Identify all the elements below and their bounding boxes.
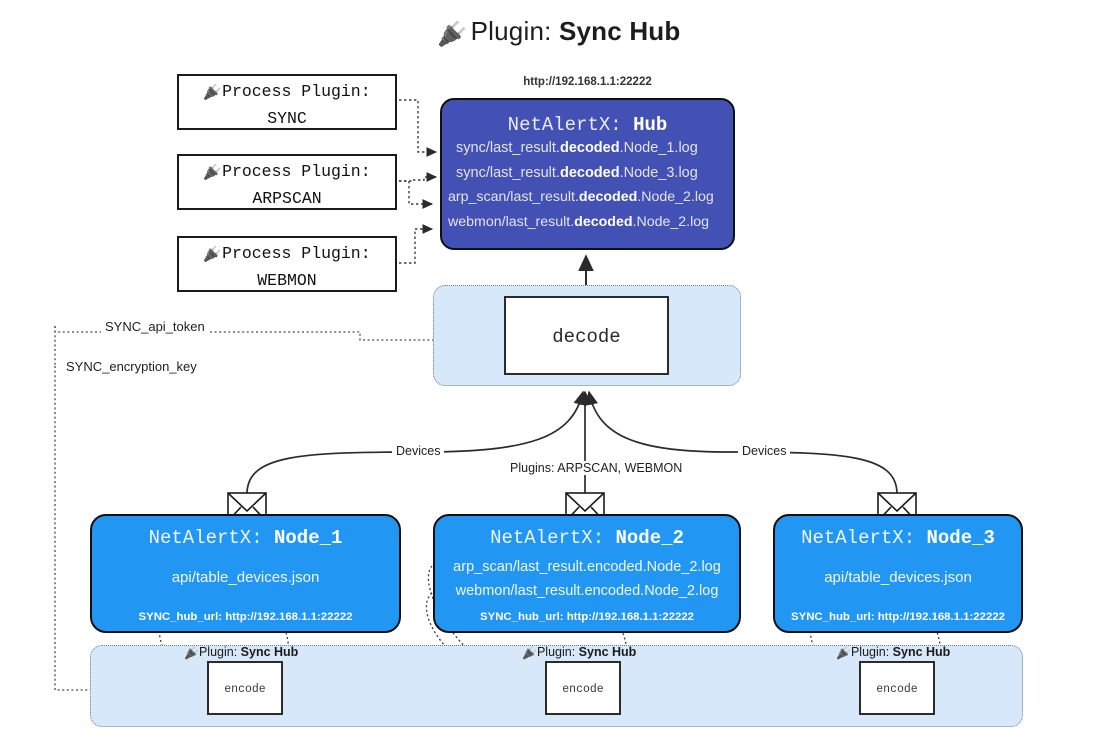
process-plugin-label: Process Plugin: (222, 244, 371, 263)
process-plugin-webmon[interactable]: 🔌Process Plugin: WEBMON (177, 236, 397, 292)
plug-icon: 🔌 (203, 85, 223, 102)
hub-url-label: http://192.168.1.1:22222 (523, 76, 652, 88)
page-title-prefix: Plugin: (470, 16, 559, 46)
encode-label: encode (224, 683, 266, 696)
hub-node[interactable]: NetAlertX: Hub sync/last_result.decoded.… (440, 98, 735, 250)
hub-log-line: arp_scan/last_result.decoded.Node_2.log (448, 189, 714, 206)
node-line: webmon/last_result.encoded.Node_2.log (455, 583, 719, 599)
label-sync-api-token: SYNC_api_token (101, 319, 209, 334)
hub-title: NetAlertX: Hub (442, 114, 733, 136)
plug-icon: 🔌 (203, 247, 223, 264)
hub-title-prefix: NetAlertX: (507, 114, 634, 136)
node-hub-url: SYNC_hub_url: http://192.168.1.1:22222 (480, 611, 694, 623)
node-line: api/table_devices.json (171, 569, 320, 586)
node-line: api/table_devices.json (824, 569, 972, 586)
node-1[interactable]: NetAlertX: Node_1 api/table_devices.json… (90, 514, 401, 633)
decode-box[interactable]: decode (504, 296, 669, 375)
node-title: NetAlertX: Node_3 (801, 527, 995, 549)
node-title-name: Node_2 (615, 527, 684, 549)
hub-log-line: webmon/last_result.decoded.Node_2.log (448, 213, 710, 230)
node-hub-url: SYNC_hub_url: http://192.168.1.1:22222 (138, 611, 353, 623)
band-plugin-label-2: 🔌Plugin: Sync Hub (522, 645, 637, 660)
label-devices-left: Devices (392, 444, 445, 458)
process-plugin-sync[interactable]: 🔌Process Plugin: SYNC (177, 74, 397, 130)
node-2[interactable]: NetAlertX: Node_2 arp_scan/last_result.e… (433, 514, 741, 633)
node-hub-url: SYNC_hub_url: http://192.168.1.1:22222 (791, 611, 1005, 623)
band-plugin-label-3: 🔌Plugin: Sync Hub (836, 645, 951, 660)
hub-log-line: sync/last_result.decoded.Node_3.log (456, 164, 698, 181)
encode-box-2[interactable]: encode (545, 661, 621, 715)
label-plugins-center: Plugins: ARPSCAN, WEBMON (506, 461, 687, 475)
node-3[interactable]: NetAlertX: Node_3 api/table_devices.json… (773, 514, 1023, 633)
process-plugin-name: WEBMON (257, 271, 317, 290)
label-sync-encryption-key: SYNC_encryption_key (62, 359, 201, 374)
encode-box-1[interactable]: encode (207, 661, 283, 715)
encode-box-3[interactable]: encode (859, 661, 935, 715)
node-title-name: Node_1 (274, 527, 343, 549)
plug-icon: 🔌 (203, 165, 223, 182)
hub-title-name: Hub (633, 114, 668, 136)
plug-icon: 🔌 (436, 21, 467, 48)
process-plugin-label: Process Plugin: (222, 162, 371, 181)
node-title: NetAlertX: Node_1 (148, 527, 343, 549)
process-plugin-name: SYNC (267, 109, 307, 128)
process-plugin-name: ARPSCAN (252, 189, 322, 208)
encode-label: encode (876, 683, 918, 696)
label-devices-right: Devices (738, 444, 791, 458)
page-title: 🔌Plugin: Sync Hub (0, 16, 1117, 49)
process-plugin-arpscan[interactable]: 🔌Process Plugin: ARPSCAN (177, 154, 397, 210)
node-title-name: Node_3 (926, 527, 995, 549)
encode-label: encode (562, 683, 604, 696)
hub-log-line: sync/last_result.decoded.Node_1.log (456, 140, 698, 156)
plug-icon: 🔌 (836, 646, 851, 660)
plug-icon: 🔌 (522, 646, 537, 660)
band-plugin-label-1: 🔌Plugin: Sync Hub (184, 645, 299, 660)
plug-icon: 🔌 (184, 646, 199, 660)
node-title: NetAlertX: Node_2 (490, 527, 684, 549)
node-line: arp_scan/last_result.encoded.Node_2.log (453, 559, 721, 575)
process-plugin-label: Process Plugin: (222, 82, 371, 101)
page-title-name: Sync Hub (558, 16, 681, 46)
decode-label: decode (552, 326, 621, 348)
